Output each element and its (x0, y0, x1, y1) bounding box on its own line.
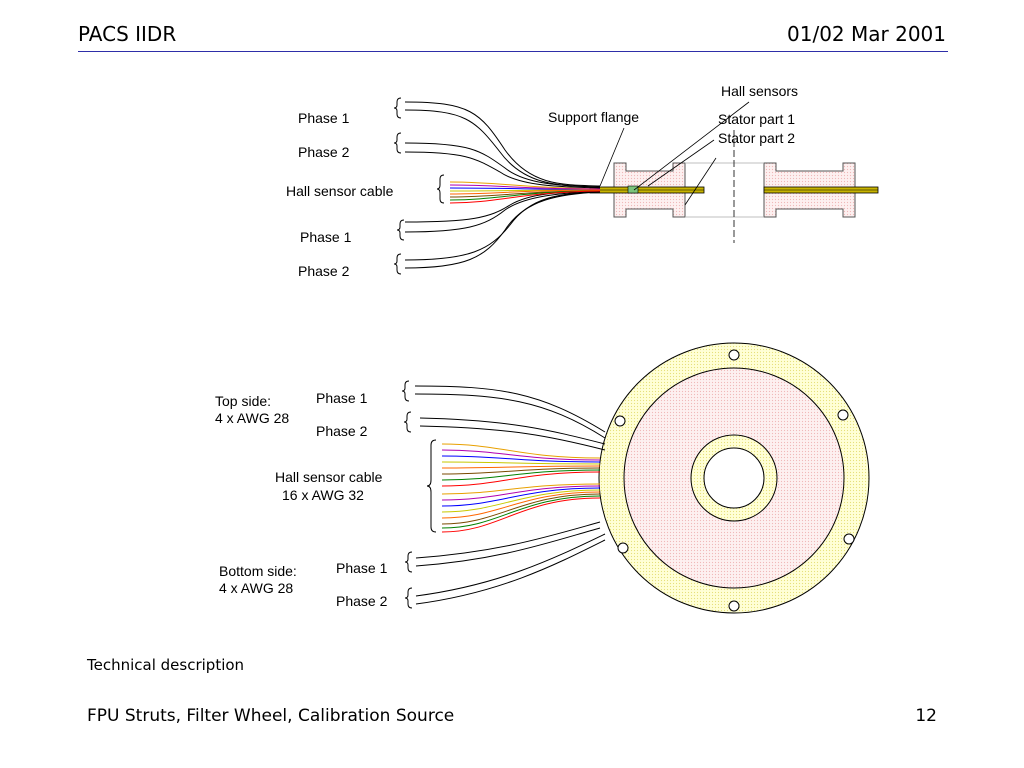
side-view: Phase 1 Phase 2 Hall sensor cable Phase … (286, 83, 879, 279)
label-hall-cable: Hall sensor cable (286, 183, 394, 199)
label-phase2-bottom: Phase 2 (298, 263, 350, 279)
label-stator-part-1: Stator part 1 (718, 111, 795, 127)
header-rule (78, 51, 948, 52)
label-face-phase1-bottom: Phase 1 (336, 560, 388, 576)
label-bottom-awg: 4 x AWG 28 (219, 580, 293, 596)
label-support-flange: Support flange (548, 109, 639, 125)
label-phase1-top: Phase 1 (298, 110, 350, 126)
label-stator-part-2: Stator part 2 (718, 130, 795, 146)
braces-face (401, 380, 437, 609)
center-bore (703, 447, 765, 509)
label-bottom-side: Bottom side: (219, 563, 297, 579)
footer-title: FPU Struts, Filter Wheel, Calibration So… (87, 706, 455, 726)
braces-side (393, 97, 445, 275)
page-number: 12 (915, 706, 937, 726)
leader-lines-side (599, 101, 750, 206)
label-face-phase2-top: Phase 2 (316, 423, 368, 439)
face-view: Top side: 4 x AWG 28 Phase 1 Phase 2 Hal… (215, 342, 870, 614)
phase-wires-face (414, 385, 606, 605)
label-face-hall-cable: Hall sensor cable (275, 469, 383, 485)
hall-cable-face (441, 443, 601, 533)
label-phase1-bottom: Phase 1 (300, 229, 352, 245)
mounting-holes (614, 349, 855, 612)
label-top-awg: 4 x AWG 28 (215, 410, 289, 426)
label-face-hall-awg: 16 x AWG 32 (282, 487, 364, 503)
presentation-title: PACS IIDR (78, 22, 177, 46)
label-top-side: Top side: (215, 393, 271, 409)
caption-technical-description: Technical description (87, 656, 245, 674)
label-face-phase2-bottom: Phase 2 (336, 593, 388, 609)
phase-wires-side (404, 101, 601, 269)
hall-sensor-mark (627, 185, 639, 194)
presentation-date: 01/02 Mar 2001 (787, 22, 946, 46)
hall-cable-side (449, 181, 601, 204)
label-face-phase1-top: Phase 1 (316, 390, 368, 406)
label-hall-sensors: Hall sensors (721, 83, 798, 99)
label-phase2-top: Phase 2 (298, 144, 350, 160)
